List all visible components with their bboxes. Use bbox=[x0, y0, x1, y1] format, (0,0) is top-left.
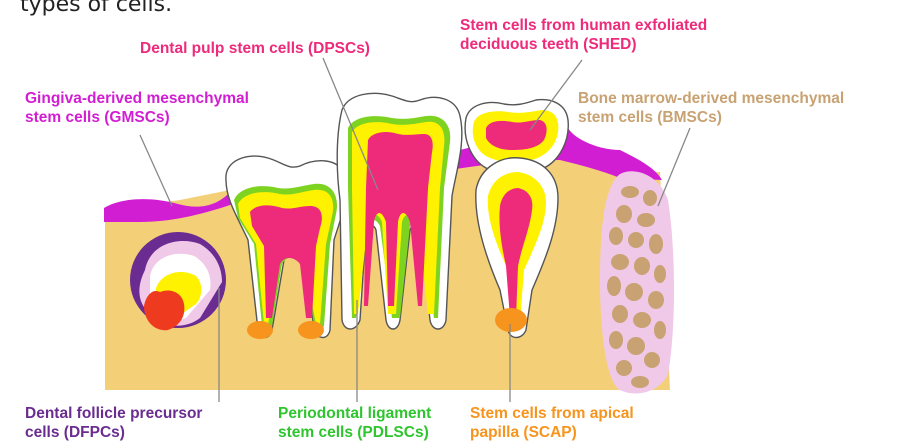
label-scap: Stem cells from apical papilla (SCAP) bbox=[470, 404, 634, 442]
molar-center bbox=[337, 93, 462, 329]
label-bmsc-line2: stem cells (BMSCs) bbox=[578, 108, 844, 127]
label-pdlsc: Periodontal ligament stem cells (PDLSCs) bbox=[278, 404, 431, 442]
label-dfpc: Dental follicle precursor cells (DFPCs) bbox=[25, 404, 202, 442]
label-dpsc: Dental pulp stem cells (DPSCs) bbox=[140, 39, 370, 58]
label-dfpc-line2: cells (DFPCs) bbox=[25, 423, 202, 442]
label-scap-line2: papilla (SCAP) bbox=[470, 423, 634, 442]
label-gmsc-line2: stem cells (GMSCs) bbox=[25, 108, 249, 127]
label-dfpc-line1: Dental follicle precursor bbox=[25, 404, 202, 423]
label-shed-line1: Stem cells from human exfoliated bbox=[460, 16, 707, 35]
label-gmsc-line1: Gingiva-derived mesenchymal bbox=[25, 89, 249, 108]
label-bmsc-line1: Bone marrow-derived mesenchymal bbox=[578, 89, 844, 108]
label-gmsc: Gingiva-derived mesenchymal stem cells (… bbox=[25, 89, 249, 127]
label-shed-line2: deciduous teeth (SHED) bbox=[460, 35, 707, 54]
label-bmsc: Bone marrow-derived mesenchymal stem cel… bbox=[578, 89, 844, 127]
label-dpsc-line1: Dental pulp stem cells (DPSCs) bbox=[140, 39, 370, 58]
label-pdlsc-line2: stem cells (PDLSCs) bbox=[278, 423, 431, 442]
bone-marrow bbox=[600, 171, 674, 393]
label-scap-line1: Stem cells from apical bbox=[470, 404, 634, 423]
label-pdlsc-line1: Periodontal ligament bbox=[278, 404, 431, 423]
label-shed: Stem cells from human exfoliated deciduo… bbox=[460, 16, 707, 54]
